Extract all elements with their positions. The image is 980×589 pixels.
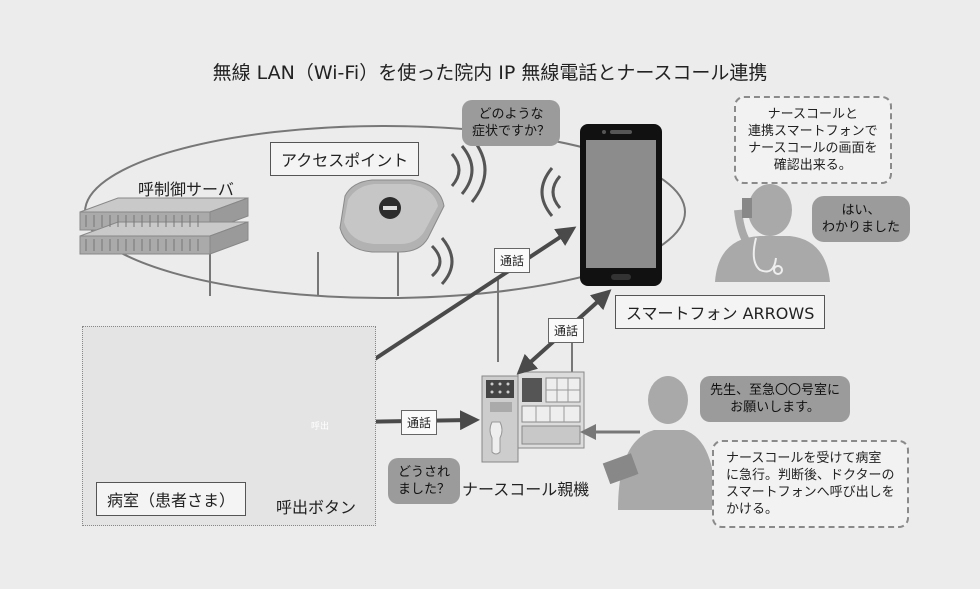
note-line: に急行。判断後、ドクターの bbox=[726, 468, 895, 483]
bubble-line: はい、 bbox=[841, 203, 881, 218]
patient-room-label: 病室（患者さま） bbox=[96, 482, 247, 516]
note-line: ナースコールを受けて病室 bbox=[726, 451, 882, 466]
bubble-line: どうされ bbox=[398, 465, 451, 480]
doctor-question-bubble: どのような 症状ですか？ bbox=[462, 100, 561, 146]
smartphone-icon bbox=[580, 124, 662, 286]
call-button-text: 呼出 bbox=[311, 422, 330, 432]
note-line: 連携スマートフォンで bbox=[748, 124, 878, 139]
access-point-label: アクセスポイント bbox=[270, 142, 420, 176]
nurse-ask-bubble: どうされ ました？ bbox=[388, 458, 461, 504]
call-button-label: 呼出ボタン bbox=[276, 498, 357, 517]
nurse-report-bubble: 先生、至急〇〇号室に お願いします。 bbox=[700, 376, 851, 422]
server-label: 呼制御サーバ bbox=[138, 180, 234, 199]
nurse-call-unit-label: ナースコール親機 bbox=[462, 480, 590, 499]
smartphone-label: スマートフォン ARROWS bbox=[615, 295, 826, 329]
diagram-title: 無線 LAN（Wi-Fi）を使った院内 IP 無線電話とナースコール連携 bbox=[212, 62, 768, 84]
arrow-smartphone-to-button bbox=[349, 226, 577, 376]
nurse-note: ナースコールを受けて病室 に急行。判断後、ドクターの スマートフォンへ呼び出しを… bbox=[712, 440, 909, 528]
bubble-line: 症状ですか？ bbox=[472, 124, 551, 139]
bubble-line: 先生、至急〇〇号室に bbox=[710, 383, 841, 398]
nurse-call-unit-icon bbox=[481, 371, 585, 463]
smartphone-note: ナースコールと 連携スマートフォンで ナースコールの画面を 確認出来る。 bbox=[734, 96, 892, 184]
bubble-line: どのような bbox=[478, 107, 544, 122]
bubble-line: ました？ bbox=[398, 482, 451, 497]
server-icon bbox=[79, 197, 249, 255]
call-tag-smartphone: 通話 bbox=[494, 248, 531, 273]
note-line: スマートフォンへ呼び出しを bbox=[726, 485, 895, 500]
call-tag-unit: 通話 bbox=[548, 318, 585, 343]
note-line: ナースコールの画面を bbox=[748, 141, 878, 156]
bubble-line: わかりました bbox=[822, 220, 901, 235]
bubble-line: お願いします。 bbox=[730, 400, 820, 415]
stethoscope-icon bbox=[752, 237, 783, 275]
note-line: 確認出来る。 bbox=[773, 158, 852, 173]
doctor-figure bbox=[715, 184, 830, 282]
doctor-reply-bubble: はい、 わかりました bbox=[812, 196, 911, 242]
nurse-figure bbox=[602, 376, 716, 510]
note-line: ナースコールと bbox=[767, 107, 858, 122]
note-line: かける。 bbox=[726, 502, 779, 517]
call-tag-button: 通話 bbox=[401, 410, 438, 435]
access-point-icon bbox=[339, 179, 445, 253]
